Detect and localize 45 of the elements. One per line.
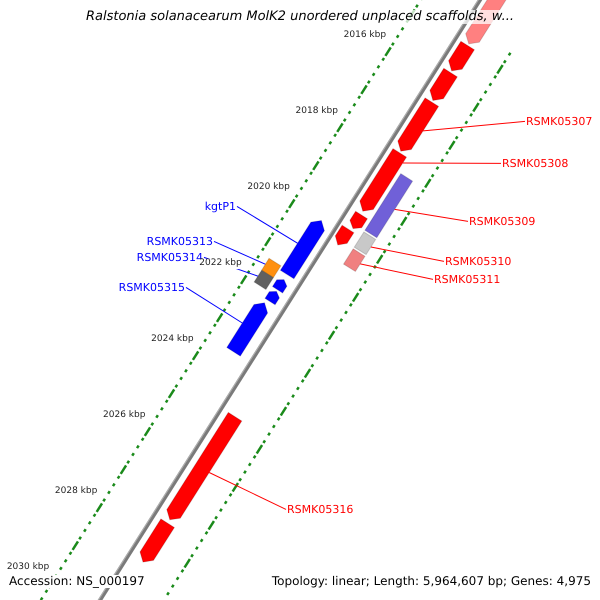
- summary-text: Topology: linear; Length: 5,964,607 bp; Genes: 4,975: [272, 575, 591, 588]
- leader-line: [214, 240, 266, 265]
- gene-label: RSMK05310: [445, 256, 512, 268]
- gene-feature: [253, 270, 274, 290]
- gene-feature: [272, 279, 288, 294]
- scale-label: 2020 kbp: [247, 182, 290, 193]
- gene-label: RSMK05311: [434, 274, 500, 286]
- gene-feature: [354, 231, 376, 256]
- gene-label: RSMK05307: [526, 116, 592, 128]
- leader-line: [402, 162, 502, 164]
- gene-feature: [342, 248, 366, 272]
- gene-feature: [448, 40, 476, 72]
- leader-line: [236, 206, 298, 244]
- scale-label: 2026 kbp: [103, 410, 146, 421]
- gene-feature: [429, 68, 458, 102]
- scale-label: 2030 kbp: [6, 562, 50, 573]
- gene-feature: [334, 224, 355, 246]
- gene-feature: [359, 148, 408, 212]
- gene-feature: [280, 220, 325, 280]
- gene-label: RSMK05315: [118, 282, 185, 294]
- gene-feature: [226, 302, 268, 357]
- leader-line: [208, 472, 286, 510]
- gene-feature: [397, 97, 440, 152]
- gene-feature: [364, 172, 414, 238]
- scale-label: 2018 kbp: [296, 106, 338, 117]
- gene-feature: [139, 518, 176, 563]
- gene-label: RSMK05316: [287, 504, 354, 516]
- leader-line: [360, 263, 434, 280]
- gene-feature: [260, 258, 282, 278]
- leader-line: [370, 246, 444, 262]
- gene-feature: [166, 412, 242, 520]
- gene-label: RSMK05308: [502, 158, 568, 170]
- leader-line: [186, 286, 243, 324]
- gene-feature: [264, 290, 280, 306]
- gene-label: RSMK05309: [469, 216, 536, 228]
- gene-label: RSMK05313: [146, 236, 213, 248]
- title: Ralstonia solanacearum MolK2 unordered unplaced scaffolds, w...: [86, 10, 514, 24]
- leader-line: [422, 120, 526, 132]
- accession-text: Accession: NS_000197: [9, 575, 145, 588]
- gene-label: kgtP1: [204, 200, 236, 214]
- scale-label: 2024 kbp: [151, 334, 194, 345]
- scale-label: 2016 kbp: [344, 30, 386, 41]
- leader-line: [394, 208, 468, 222]
- scale-label: 2028 kbp: [54, 486, 98, 497]
- gene-feature: [349, 210, 368, 230]
